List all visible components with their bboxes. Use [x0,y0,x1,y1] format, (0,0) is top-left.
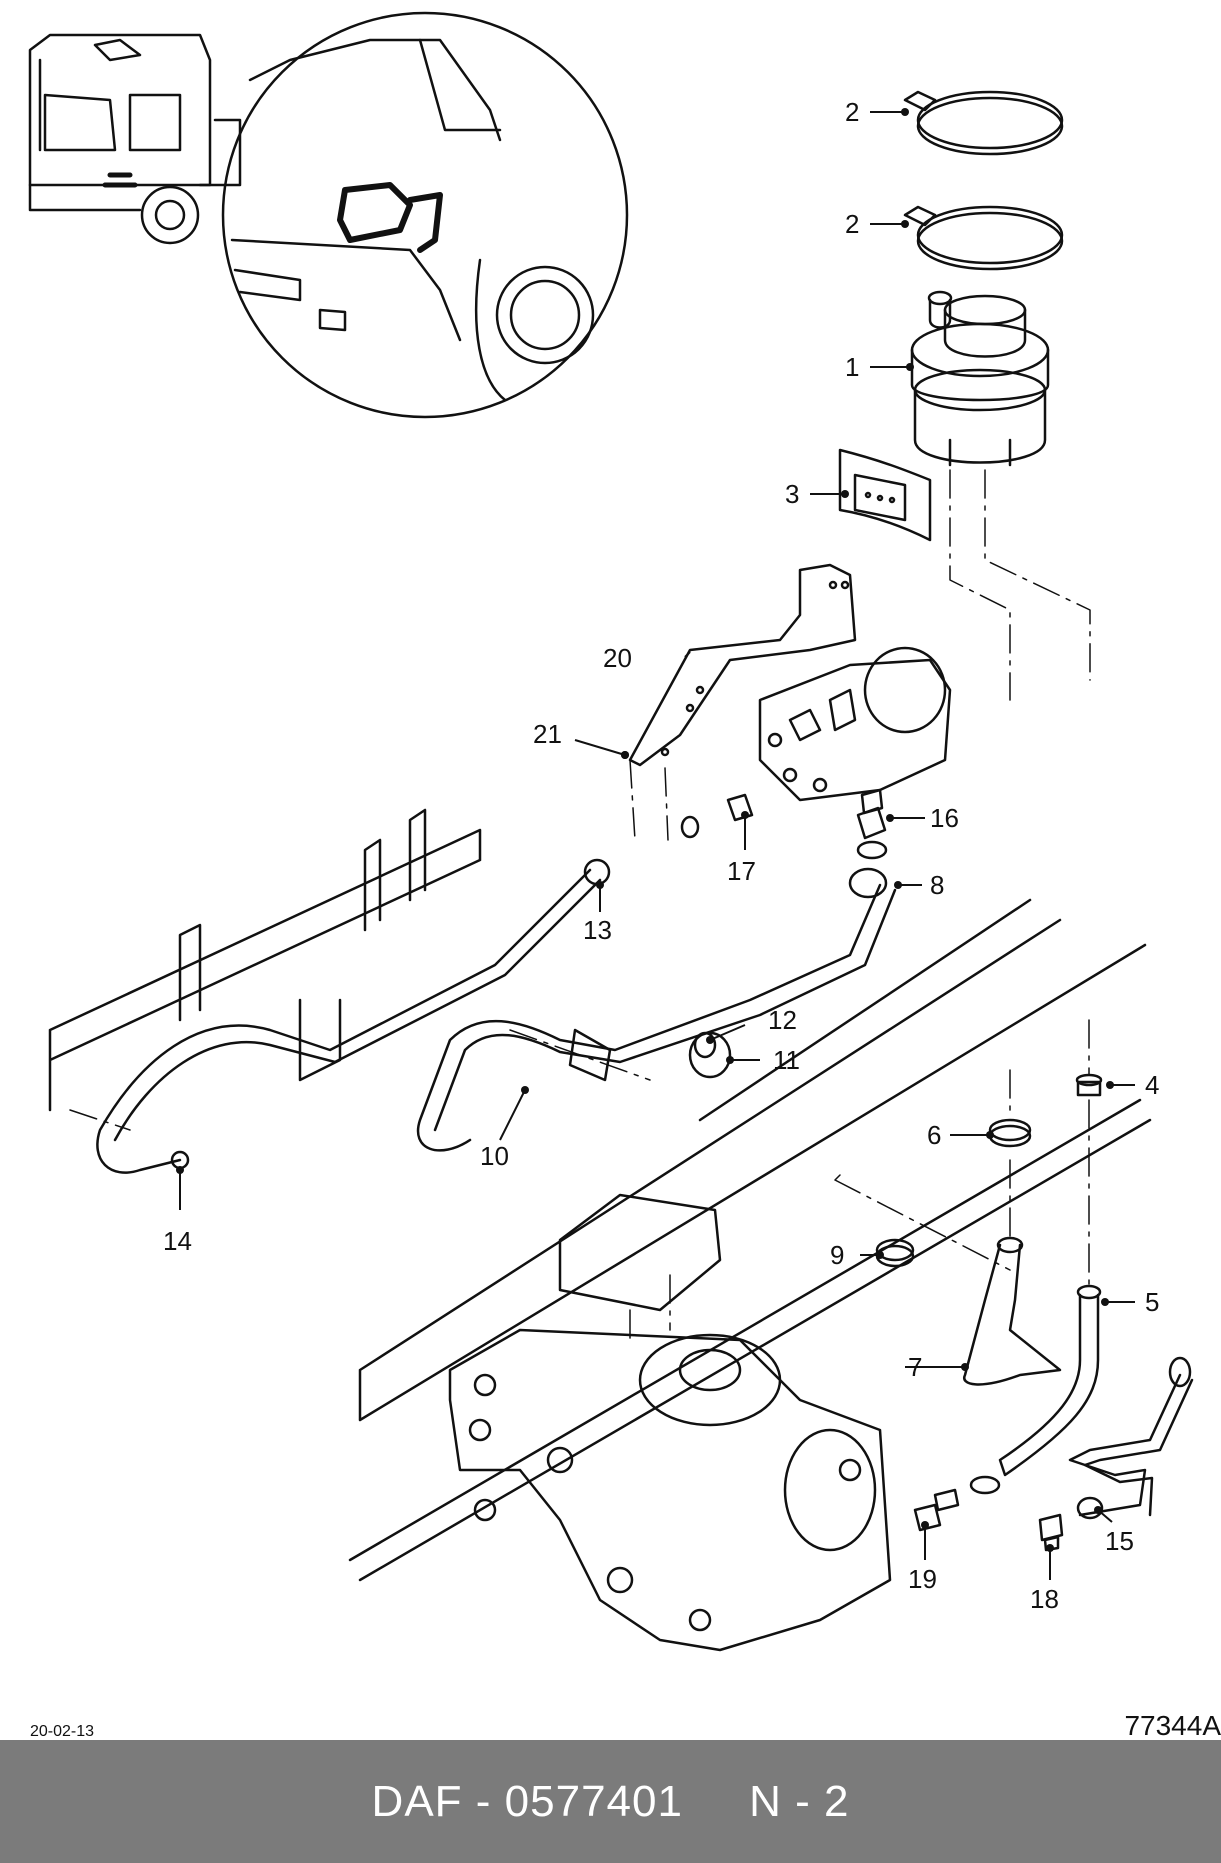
leader-dots [176,108,1114,1552]
hose-clamp-lower [903,205,1064,271]
truck-thumbnail [28,33,242,245]
steering-pump [758,646,952,802]
hose-clamp-upper [903,90,1064,156]
callout-8: 8 [930,870,944,900]
callout-17: 17 [727,856,756,886]
callout-19: 19 [908,1564,937,1594]
suction-hose-7 [963,1236,1062,1386]
callout-2a: 2 [845,97,859,127]
part-banner: DAF - 0577401 N - 2 [0,1740,1221,1863]
print-date: 20-02-13 [30,1723,95,1740]
oil-reservoir [910,290,1050,467]
callout-21: 21 [533,719,562,749]
callout-1: 1 [845,352,859,382]
metal-line-15 [1068,1356,1194,1520]
banner-separator: - [475,1776,492,1826]
union-18 [1038,1513,1064,1552]
callout-14: 14 [163,1226,192,1256]
callout-10: 10 [480,1141,509,1171]
hose-clip-11 [688,1031,732,1079]
frame-rail-main [348,898,1152,1582]
callout-18: 18 [1030,1584,1059,1614]
steering-gear-box [448,1193,892,1652]
parts-diagram: 1 2 2 3 4 5 6 7 8 9 10 11 12 13 14 15 16… [28,11,1194,1652]
group-code: N - 2 [749,1776,850,1826]
callout-7: 7 [908,1352,922,1382]
callout-16: 16 [930,803,959,833]
union-16 [856,788,888,860]
clamp-6 [988,1118,1032,1148]
brand-name: DAF [371,1776,463,1826]
callout-20: 20 [603,643,632,673]
callout-5: 5 [1145,1287,1159,1317]
detail-magnifier [221,11,629,419]
identification-plate [838,448,932,542]
callout-3: 3 [785,479,799,509]
hose-5 [998,1284,1102,1477]
pressure-line [96,858,611,1174]
callout-12: 12 [768,1005,797,1035]
callout-13: 13 [583,915,612,945]
union-17 [680,793,754,839]
callout-4: 4 [1145,1070,1159,1100]
callout-2b: 2 [845,209,859,239]
part-number: 0577401 [504,1776,683,1826]
mounting-bracket [628,563,857,767]
union-19 [913,1475,1001,1532]
return-line [416,867,897,1152]
leader-lines [179,111,1135,1580]
callout-9: 9 [830,1240,844,1270]
callout-labels: 1 2 2 3 4 5 6 7 8 9 10 11 12 13 14 15 16… [163,97,1159,1614]
callout-15: 15 [1105,1526,1134,1556]
callout-6: 6 [927,1120,941,1150]
clamp-4 [1075,1073,1103,1097]
callout-11: 11 [773,1045,800,1075]
frame-rail-left [48,808,482,1112]
assembly-guide-lines [69,469,1091,1346]
drawing-code: 77344A [1124,1710,1221,1741]
